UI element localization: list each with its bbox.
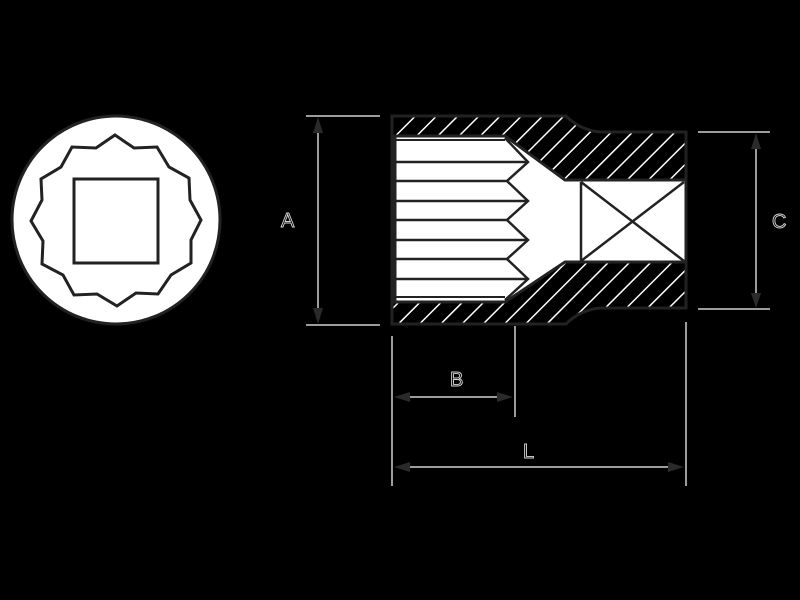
dimension-label-l: L: [523, 441, 534, 463]
arrow-right-icon: [668, 462, 684, 472]
arrow-left-icon: [394, 462, 410, 472]
dimension-a: [306, 115, 380, 326]
dimension-label-c: C: [772, 211, 786, 233]
dimension-label-b: B: [450, 369, 463, 391]
dimension-c: [698, 131, 770, 310]
dimension-b: [391, 326, 516, 486]
square-drive-hole: [72, 177, 160, 265]
arrow-right-icon: [497, 392, 513, 402]
arrow-left-icon: [394, 392, 410, 402]
twelve-point-bore: [393, 134, 688, 304]
dimension-label-a: A: [281, 210, 295, 232]
dimension-l: [394, 322, 687, 486]
section-view: [390, 114, 688, 326]
arrow-up-icon: [313, 117, 323, 133]
arrow-up-icon: [751, 133, 761, 149]
arrow-down-icon: [751, 293, 761, 308]
end-view: [10, 114, 222, 326]
arrow-down-icon: [313, 308, 323, 324]
bore-splines: [395, 137, 530, 301]
square-drive-section: [579, 181, 685, 262]
